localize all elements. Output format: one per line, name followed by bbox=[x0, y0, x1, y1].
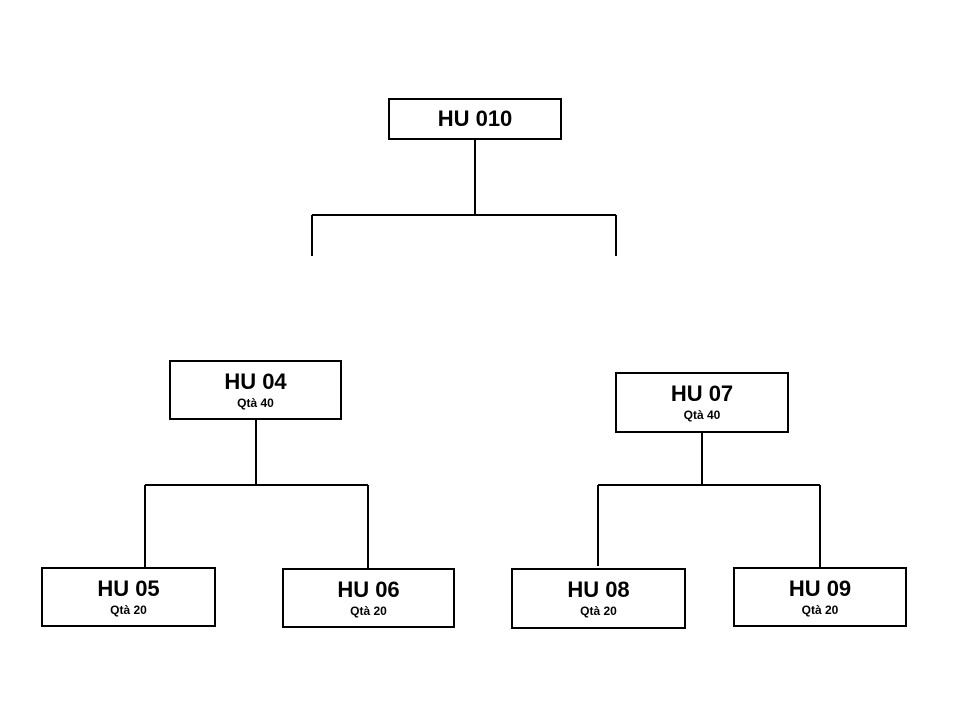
node-title: HU 04 bbox=[224, 368, 287, 394]
node-title: HU 08 bbox=[567, 577, 630, 602]
node-title: HU 06 bbox=[337, 576, 400, 602]
node-hu-010: HU 010 bbox=[388, 98, 562, 140]
node-title: HU 07 bbox=[670, 381, 734, 406]
node-hu-06: HU 06 Qtà 20 bbox=[282, 568, 455, 628]
node-quantity: Qtà 20 bbox=[110, 602, 147, 617]
node-title: HU 05 bbox=[97, 575, 160, 601]
node-quantity: Qtà 40 bbox=[683, 408, 721, 422]
node-hu-08: HU 08 Qtà 20 bbox=[511, 568, 686, 629]
node-quantity: Qtà 20 bbox=[801, 602, 839, 617]
node-hu-05: HU 05 Qtà 20 bbox=[41, 567, 216, 627]
node-quantity: Qtà 40 bbox=[237, 395, 274, 410]
node-hu-07: HU 07 Qtà 40 bbox=[615, 372, 789, 433]
node-quantity: Qtà 20 bbox=[350, 603, 387, 618]
node-hu-04: HU 04 Qtà 40 bbox=[169, 360, 342, 420]
node-title: HU 09 bbox=[788, 575, 852, 601]
node-quantity: Qtà 20 bbox=[580, 604, 617, 618]
node-hu-09: HU 09 Qtà 20 bbox=[733, 567, 907, 627]
node-title: HU 010 bbox=[437, 106, 513, 131]
